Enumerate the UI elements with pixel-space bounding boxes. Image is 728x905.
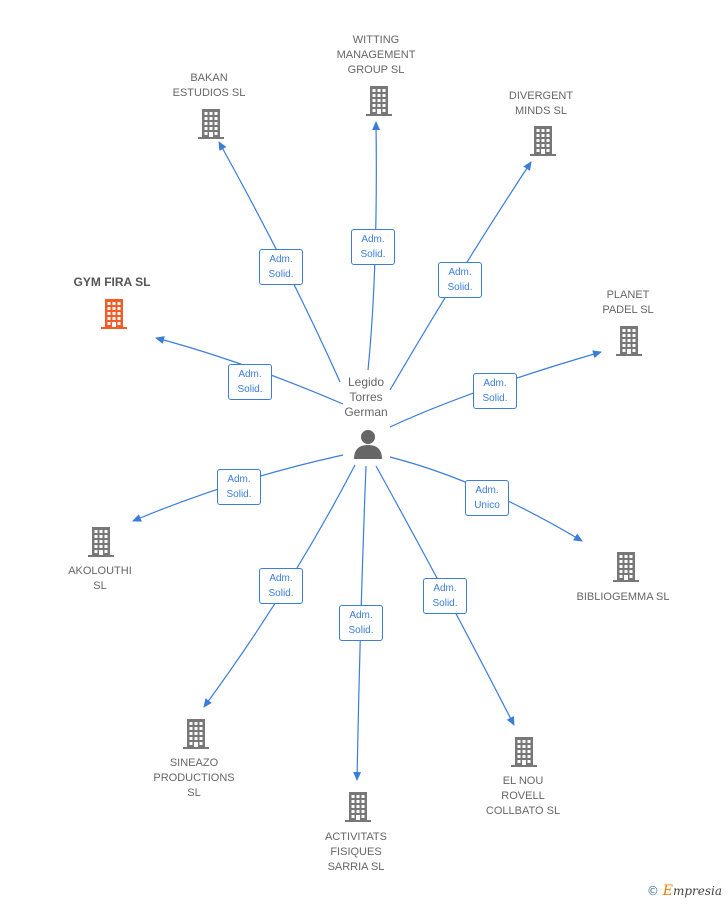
person-icon[interactable] (354, 430, 382, 459)
company-name-bakan[interactable]: BAKAN ESTUDIOS SL (172, 72, 246, 99)
edge-label-bibliogemma: Adm. Unico (465, 480, 509, 516)
edge-label-activitats: Adm. Solid. (339, 605, 383, 641)
building-icon[interactable] (511, 737, 537, 767)
building-icon[interactable] (530, 126, 556, 156)
edge-label-witting: Adm. Solid. (351, 229, 395, 265)
building-icon[interactable] (616, 326, 642, 356)
building-icon[interactable] (345, 792, 371, 822)
edge-label-akolouthi: Adm. Solid. (217, 469, 261, 505)
edge-label-bakan: Adm. Solid. (259, 249, 303, 285)
company-name-divergent[interactable]: DIVERGENT MINDS SL (508, 90, 574, 117)
company-name-akolouthi[interactable]: AKOLOUTHI SL (68, 565, 132, 592)
building-icon[interactable] (101, 299, 127, 329)
edge-label-gymfira: Adm. Solid. (228, 364, 272, 400)
building-icon[interactable] (198, 109, 224, 139)
edge-label-elnou: Adm. Solid. (423, 578, 467, 614)
watermark: © Empresia (647, 883, 722, 899)
company-name-witting[interactable]: WITTING MANAGEMENT GROUP SL (336, 34, 416, 76)
company-name-gymfira[interactable]: GYM FIRA SL (73, 275, 151, 289)
center-person-name[interactable]: Legido Torres German (344, 375, 388, 419)
edge-label-sineazo: Adm. Solid. (259, 568, 303, 604)
building-icon[interactable] (613, 552, 639, 582)
building-icon[interactable] (88, 527, 114, 557)
company-name-planet[interactable]: PLANET PADEL SL (602, 289, 654, 316)
watermark-logo-initial: E (662, 883, 673, 899)
edge-label-planet: Adm. Solid. (473, 373, 517, 409)
company-name-sineazo[interactable]: SINEAZO PRODUCTIONS SL (153, 757, 235, 799)
company-name-elnou[interactable]: EL NOU ROVELL COLLBATO SL (485, 775, 561, 817)
building-icon[interactable] (183, 719, 209, 749)
company-name-bibliogemma[interactable]: BIBLIOGEMMA SL (576, 591, 670, 603)
watermark-logo-text: mpresia (672, 884, 722, 898)
edge-label-divergent: Adm. Solid. (438, 262, 482, 298)
copyright-symbol: © (646, 884, 659, 898)
company-name-activitats[interactable]: ACTIVITATS FISIQUES SARRIA SL (325, 831, 387, 873)
building-icon[interactable] (366, 86, 392, 116)
